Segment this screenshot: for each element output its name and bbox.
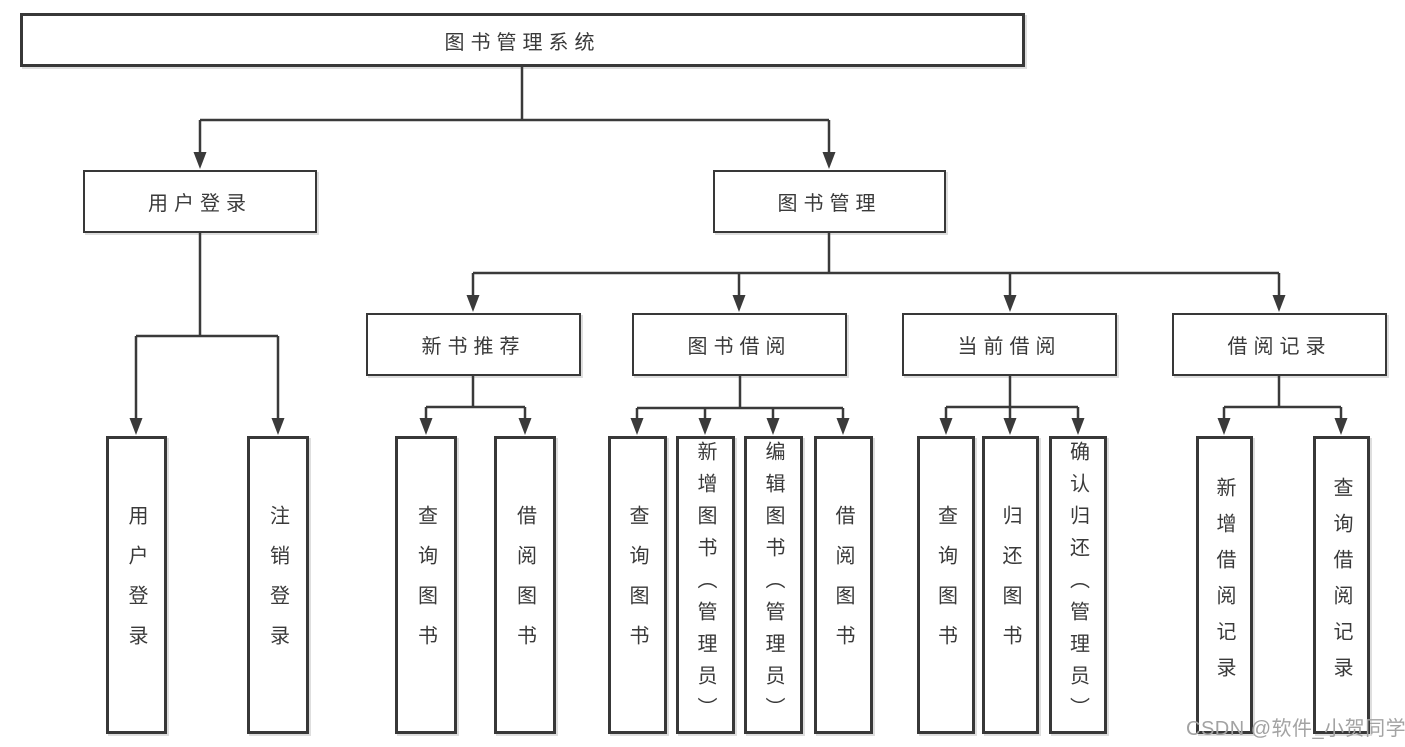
arrow-to-book-borrow [732,295,746,312]
leaf-borrow-query-books: 查询图书 [608,436,667,734]
watermark: CSDN @软件_小贺同学 [1186,718,1405,740]
arrow-to-current-confirm [1071,418,1085,435]
arrow-to-current-borrow [1003,295,1017,312]
connector-root-to-level2 [193,67,836,169]
leaf-user-login: 用户登录 [106,436,167,734]
connector-current-borrow-to-leaves [939,376,1085,435]
arrow-to-borrow-borrow [836,418,850,435]
node-new-book-recommend: 新书推荐 [366,313,581,376]
arrow-to-new-book-recommend [466,295,480,312]
arrow-to-records-query [1334,418,1348,435]
connector-book-borrow-to-leaves [630,376,850,435]
leaf-records-add-record: 新增借阅记录 [1196,436,1253,734]
arrow-to-borrow-records [1272,295,1286,312]
arrow-to-borrow-add [698,418,712,435]
leaf-recommend-borrow-books: 借阅图书 [494,436,556,734]
connector-book-management-to-groups [466,233,1286,312]
node-book-borrow: 图书借阅 [632,313,847,376]
node-borrow-records: 借阅记录 [1172,313,1387,376]
arrow-to-book-management [822,152,836,169]
leaf-borrow-borrow-books: 借阅图书 [814,436,873,734]
connector-borrow-records-to-leaves [1217,376,1348,435]
leaf-borrow-add-books-admin: 新增图书（管理员） [676,436,735,734]
node-user-login: 用户登录 [83,170,317,233]
node-book-management: 图书管理 [713,170,946,233]
arrow-to-user-login [193,152,207,169]
arrow-to-leaf-logout [271,418,285,435]
arrow-to-borrow-edit [766,418,780,435]
leaf-borrow-edit-books-admin: 编辑图书（管理员） [744,436,803,734]
arrow-to-leaf-user-login [129,418,143,435]
arrow-to-recommend-query [419,418,433,435]
leaf-current-query-books: 查询图书 [917,436,975,734]
node-root: 图书管理系统 [20,13,1025,67]
leaf-recommend-query-books: 查询图书 [395,436,457,734]
arrow-to-current-return [1003,418,1017,435]
arrow-to-borrow-query [630,418,644,435]
arrow-to-records-add [1217,418,1231,435]
node-current-borrow: 当前借阅 [902,313,1117,376]
leaf-records-query-record: 查询借阅记录 [1313,436,1370,734]
connector-new-book-recommend-to-leaves [419,376,532,435]
arrow-to-recommend-borrow [518,418,532,435]
leaf-current-return-books: 归还图书 [982,436,1039,734]
leaf-current-confirm-return-admin: 确认归还（管理员） [1049,436,1107,734]
leaf-logout: 注销登录 [247,436,309,734]
arrow-to-current-query [939,418,953,435]
connector-user-login-to-leaves [129,233,285,435]
